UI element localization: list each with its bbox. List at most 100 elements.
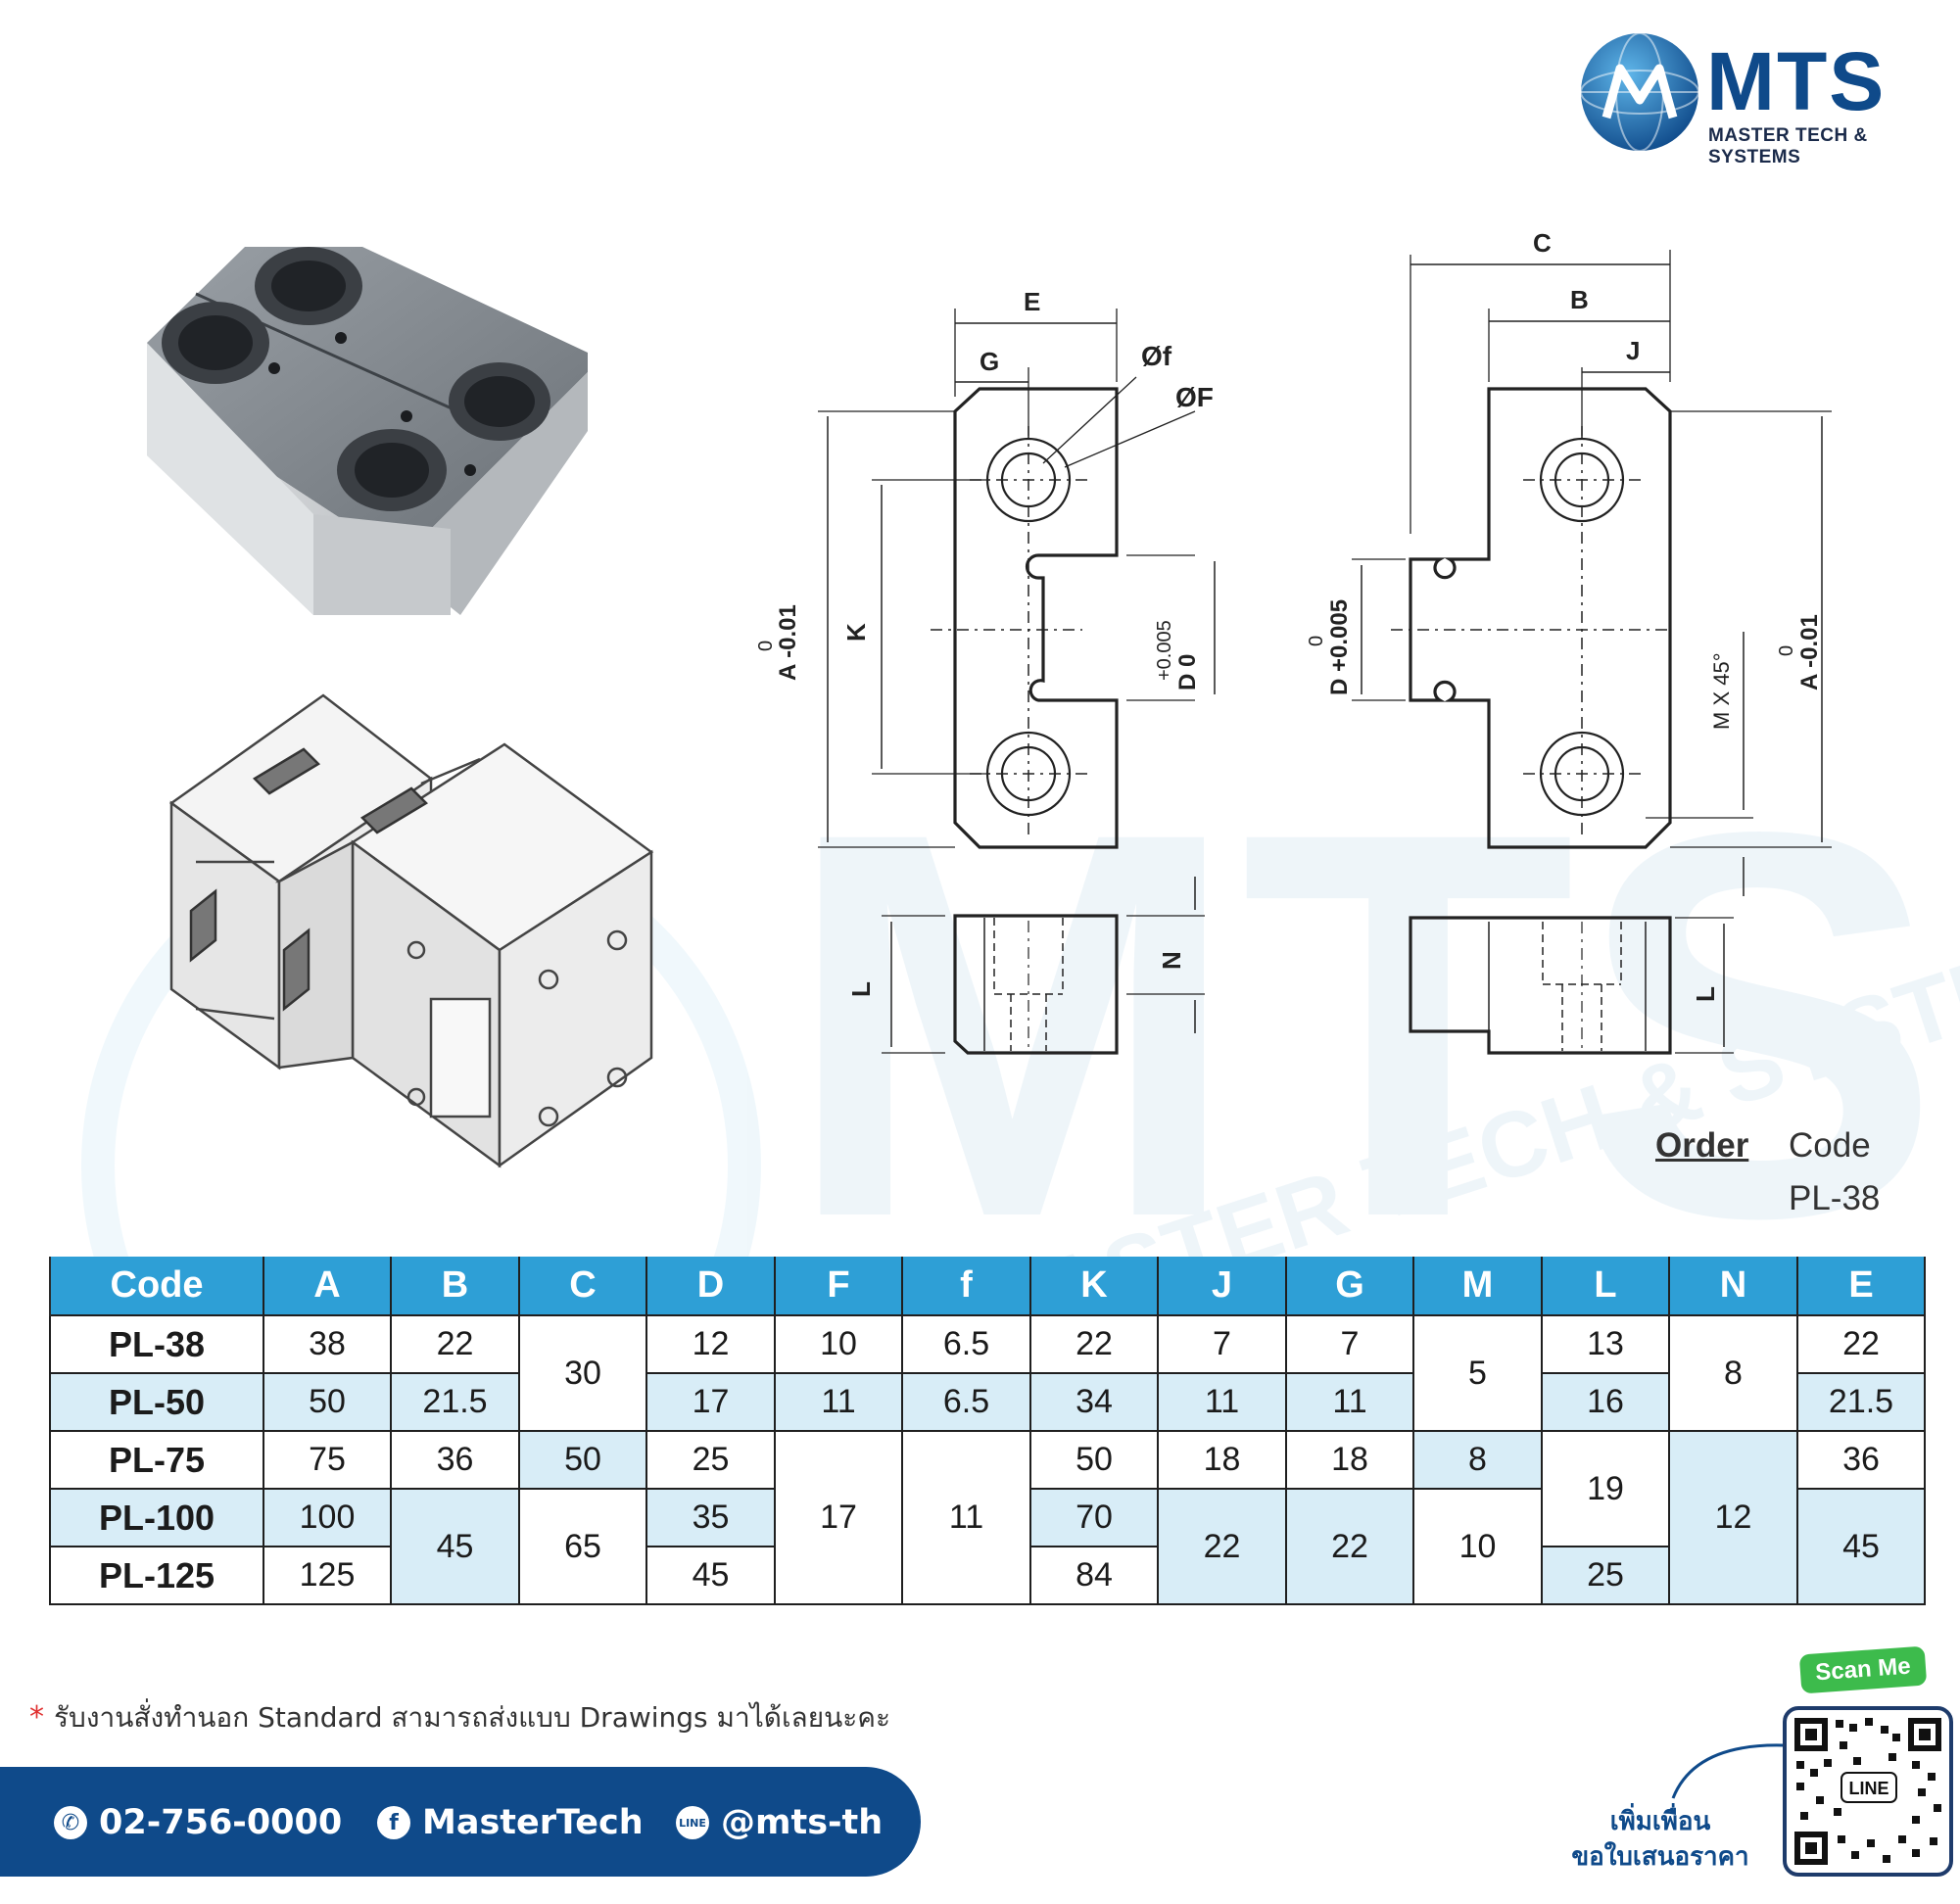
cell-d: 25 bbox=[645, 1430, 776, 1490]
cell-a: 75 bbox=[263, 1430, 392, 1490]
add-friend-caption: เพิ่มเพื่อน ขอใบเสนอราคา bbox=[1543, 1804, 1778, 1875]
header-k: K bbox=[1029, 1257, 1159, 1315]
cell-l: 16 bbox=[1541, 1372, 1670, 1432]
cell-big-f: 17 bbox=[774, 1430, 903, 1605]
cell-l: 25 bbox=[1541, 1546, 1670, 1605]
note-text: รับงานสั่งทำนอก Standard สามารถส่งแบบ Dr… bbox=[54, 1701, 891, 1734]
spec-table: Code A B C D F f K J G M L N E PL-38 38 … bbox=[49, 1257, 1926, 1605]
cell-k: 22 bbox=[1029, 1314, 1159, 1374]
table-row: PL-100 100 45 65 35 70 22 22 10 45 bbox=[49, 1488, 1926, 1605]
cell-l: 13 bbox=[1541, 1314, 1670, 1374]
table-row: PL-125 125 45 84 25 bbox=[49, 1546, 1925, 1605]
facebook-icon: f bbox=[377, 1806, 410, 1839]
header-l: L bbox=[1541, 1257, 1670, 1315]
cell-e: 22 bbox=[1796, 1314, 1926, 1374]
dim-e-label: E bbox=[1024, 287, 1040, 316]
cell-k: 50 bbox=[1029, 1430, 1159, 1490]
phone-number: 02-756-0000 bbox=[99, 1803, 343, 1842]
mold-assembly-sketch bbox=[168, 693, 654, 1168]
cell-d: 35 bbox=[645, 1488, 776, 1547]
cell-small-f: 11 bbox=[901, 1430, 1031, 1605]
cell-d: 12 bbox=[645, 1314, 776, 1374]
dim-l-right-label: L bbox=[1691, 986, 1720, 1002]
dim-c-label: C bbox=[1533, 228, 1552, 258]
order-code-block: Order Code PL-38 bbox=[1655, 1126, 1910, 1234]
dim-g-label: G bbox=[980, 347, 999, 376]
header-d: D bbox=[645, 1257, 776, 1315]
cell-k: 70 bbox=[1029, 1488, 1159, 1547]
add-friend-line1: เพิ่มเพื่อน bbox=[1609, 1807, 1711, 1836]
facebook-name: MasterTech bbox=[422, 1803, 644, 1842]
facebook-contact[interactable]: f MasterTech bbox=[377, 1800, 644, 1845]
cell-g: 22 bbox=[1285, 1488, 1414, 1605]
dim-small-f-label: Øf bbox=[1141, 341, 1172, 371]
header-g: G bbox=[1285, 1257, 1414, 1315]
add-friend-line2: ขอใบเสนอราคา bbox=[1571, 1842, 1749, 1872]
scan-me-badge: Scan Me bbox=[1798, 1645, 1928, 1694]
cell-code: PL-50 bbox=[49, 1372, 264, 1432]
header-b: B bbox=[390, 1257, 520, 1315]
dim-d-right-tol: 0 bbox=[1306, 636, 1327, 646]
cell-c: 30 bbox=[518, 1314, 647, 1432]
dim-a-right-label: A -0.01 bbox=[1796, 614, 1823, 690]
cell-m: 10 bbox=[1412, 1488, 1543, 1605]
header-c: C bbox=[518, 1257, 647, 1315]
order-code-label: Code bbox=[1789, 1126, 1871, 1165]
cell-n: 12 bbox=[1668, 1430, 1798, 1605]
cell-e: 21.5 bbox=[1796, 1372, 1926, 1432]
cell-code: PL-125 bbox=[49, 1546, 264, 1605]
table-row: PL-38 38 22 30 12 10 6.5 22 7 7 5 13 8 2… bbox=[49, 1314, 1926, 1432]
brand-tagline: MASTER TECH & SYSTEMS bbox=[1708, 125, 1868, 167]
cell-big-f: 11 bbox=[774, 1372, 903, 1432]
order-code-value: PL-38 bbox=[1789, 1179, 1881, 1217]
dim-a-left-tol: 0 bbox=[755, 641, 777, 651]
line-qr-code[interactable]: LINE bbox=[1783, 1706, 1953, 1877]
cell-g: 7 bbox=[1285, 1314, 1414, 1374]
cell-b: 36 bbox=[390, 1430, 520, 1490]
cell-d: 45 bbox=[645, 1546, 776, 1605]
curved-arrow-icon bbox=[1671, 1743, 1784, 1799]
cell-code: PL-38 bbox=[49, 1314, 264, 1374]
cell-j: 18 bbox=[1157, 1430, 1287, 1490]
dim-d-left-tol: +0.005 bbox=[1154, 620, 1175, 681]
line-id: @mts-th bbox=[721, 1803, 884, 1842]
dim-big-f-label: ØF bbox=[1175, 382, 1214, 412]
dim-d-left-label: D 0 bbox=[1174, 654, 1201, 690]
table-row: PL-50 50 21.5 17 11 6.5 34 11 11 16 21.5 bbox=[49, 1372, 1926, 1432]
dim-n-label: N bbox=[1157, 951, 1186, 970]
cell-e: 36 bbox=[1796, 1430, 1926, 1490]
cell-g: 18 bbox=[1285, 1430, 1414, 1490]
phone-icon: ✆ bbox=[54, 1806, 87, 1839]
cell-m: 8 bbox=[1412, 1430, 1543, 1490]
dim-d-right-label: D +0.005 bbox=[1326, 599, 1353, 695]
cell-a: 100 bbox=[263, 1488, 392, 1547]
dim-j-label: J bbox=[1626, 336, 1640, 365]
cell-a: 38 bbox=[263, 1314, 392, 1374]
header-code: Code bbox=[49, 1257, 264, 1315]
cell-code: PL-75 bbox=[49, 1430, 264, 1490]
cell-k: 84 bbox=[1029, 1546, 1159, 1605]
cell-j: 22 bbox=[1157, 1488, 1287, 1605]
order-label: Order bbox=[1655, 1126, 1749, 1165]
qr-line-label: LINE bbox=[1848, 1779, 1888, 1798]
phone-contact[interactable]: ✆ 02-756-0000 bbox=[54, 1800, 342, 1845]
header-j: J bbox=[1157, 1257, 1287, 1315]
dim-a-left-label: A -0.01 bbox=[775, 604, 801, 681]
cell-m: 5 bbox=[1412, 1314, 1543, 1432]
globe-logo-icon bbox=[1580, 32, 1699, 152]
cell-e: 45 bbox=[1796, 1488, 1926, 1605]
cell-small-f: 6.5 bbox=[901, 1372, 1031, 1432]
contact-footer: ✆ 02-756-0000 f MasterTech LINE @mts-th bbox=[0, 1767, 921, 1877]
brand-name: MTS bbox=[1706, 35, 1887, 127]
dim-k-label: K bbox=[841, 623, 871, 642]
cell-n: 8 bbox=[1668, 1314, 1798, 1432]
header-a: A bbox=[263, 1257, 392, 1315]
cell-k: 34 bbox=[1029, 1372, 1159, 1432]
cell-a: 50 bbox=[263, 1372, 392, 1432]
note-star: * bbox=[29, 1700, 44, 1735]
dim-a-right-tol: 0 bbox=[1776, 645, 1797, 656]
header-n: N bbox=[1668, 1257, 1798, 1315]
cell-big-f: 10 bbox=[774, 1314, 903, 1374]
cell-j: 11 bbox=[1157, 1372, 1287, 1432]
line-contact[interactable]: LINE @mts-th bbox=[676, 1800, 883, 1845]
